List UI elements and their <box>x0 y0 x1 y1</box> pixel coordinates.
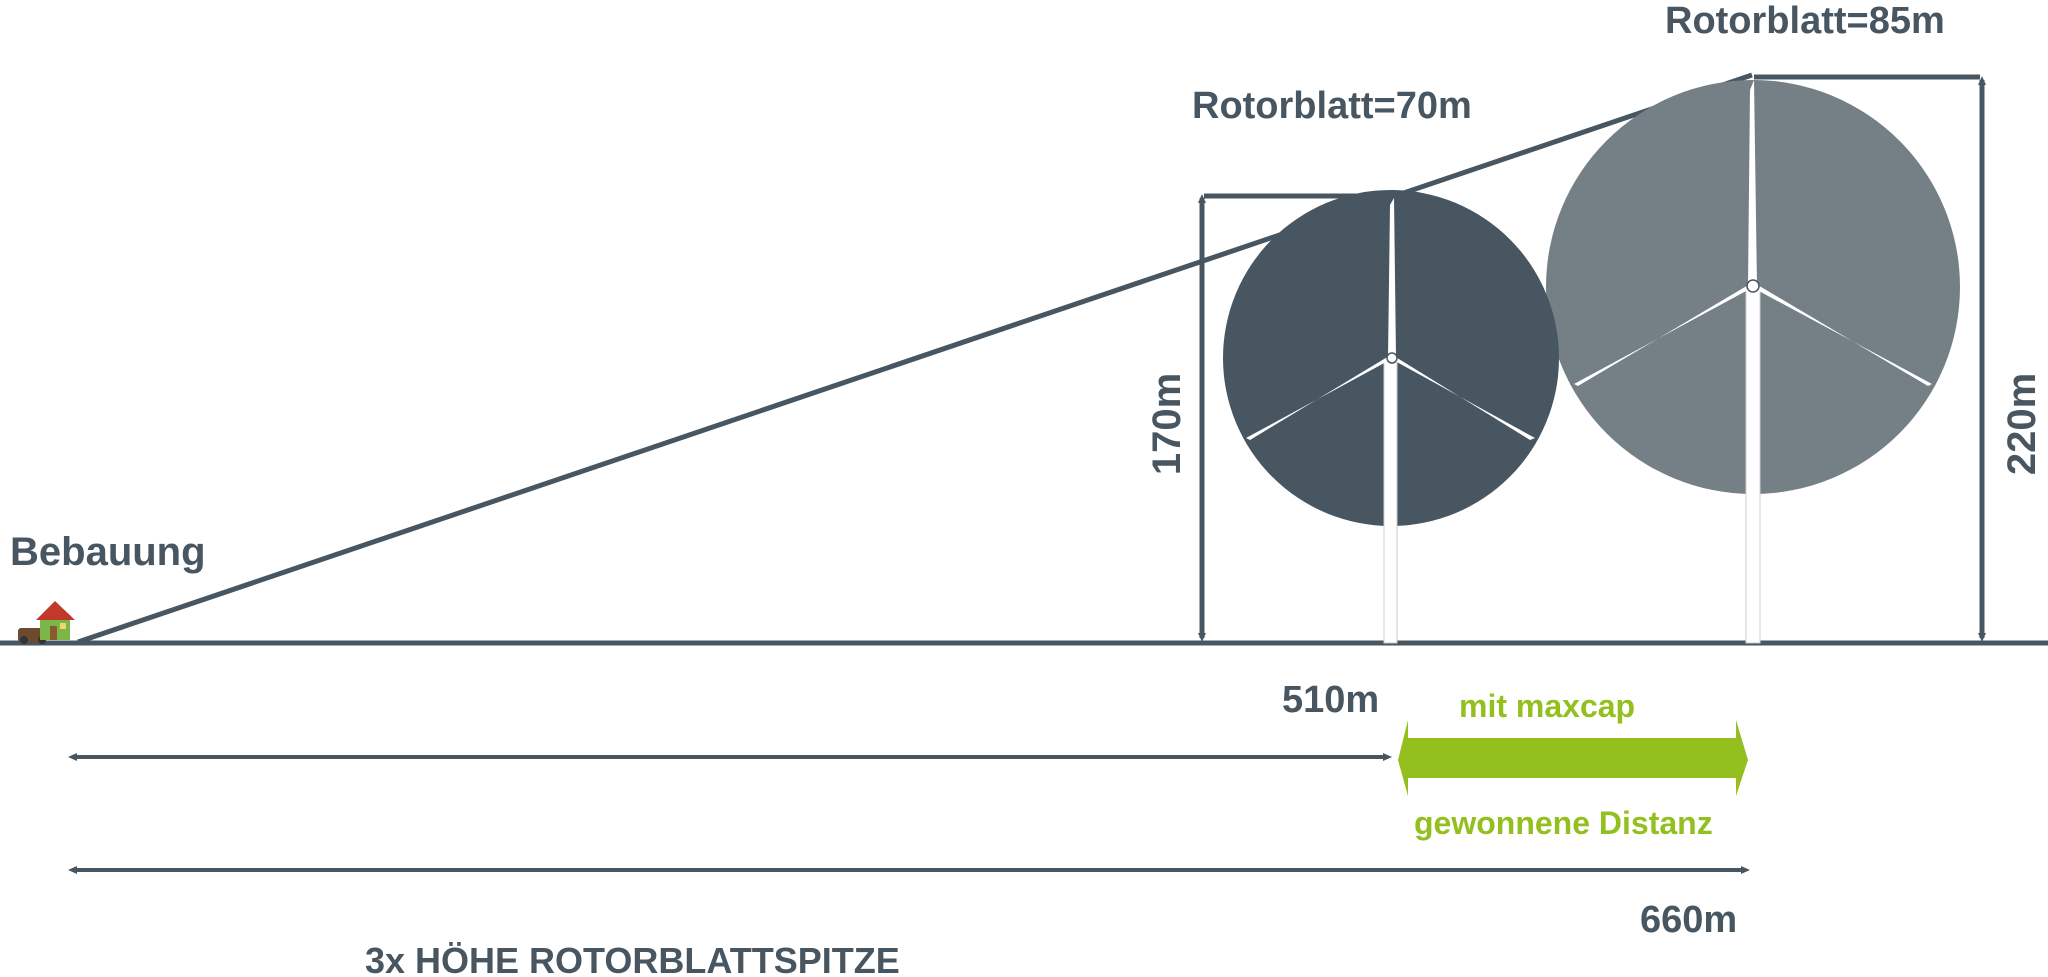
gained-distance-arrow <box>1398 720 1748 796</box>
gain-top-label: mit maxcap <box>1459 688 1635 724</box>
gain-bottom-label: gewonnene Distanz <box>1414 805 1713 841</box>
large-turbine-blade-right <box>1756 284 1932 386</box>
sight-line <box>77 72 1753 645</box>
rotor-large-label: Rotorblatt=85m <box>1665 0 1945 42</box>
large-turbine-blade-up <box>1748 80 1757 286</box>
house-icon <box>18 601 75 644</box>
height-small-label: 170m <box>1145 373 1189 475</box>
small-turbine-blade-right <box>1394 356 1535 440</box>
small-turbine-hub <box>1386 352 1398 364</box>
building-label: Bebauung <box>10 530 206 574</box>
large-turbine-hub <box>1746 279 1760 293</box>
small-turbine-blade-up <box>1388 198 1396 358</box>
small-turbine-tower <box>1383 359 1398 644</box>
height-large-label: 220m <box>2000 373 2044 475</box>
small-turbine-blade-left <box>1246 356 1389 440</box>
rotor-small-label: Rotorblatt=70m <box>1192 85 1472 127</box>
distance-large-label: 660m <box>1640 899 1737 941</box>
small-turbine <box>1246 198 1535 644</box>
large-turbine <box>1574 80 1932 644</box>
distance-small-label: 510m <box>1282 679 1379 721</box>
large-turbine-tower <box>1745 289 1761 644</box>
large-turbine-blade-left <box>1574 284 1750 386</box>
rule-label: 3x HÖHE ROTORBLATTSPITZE <box>365 940 900 977</box>
